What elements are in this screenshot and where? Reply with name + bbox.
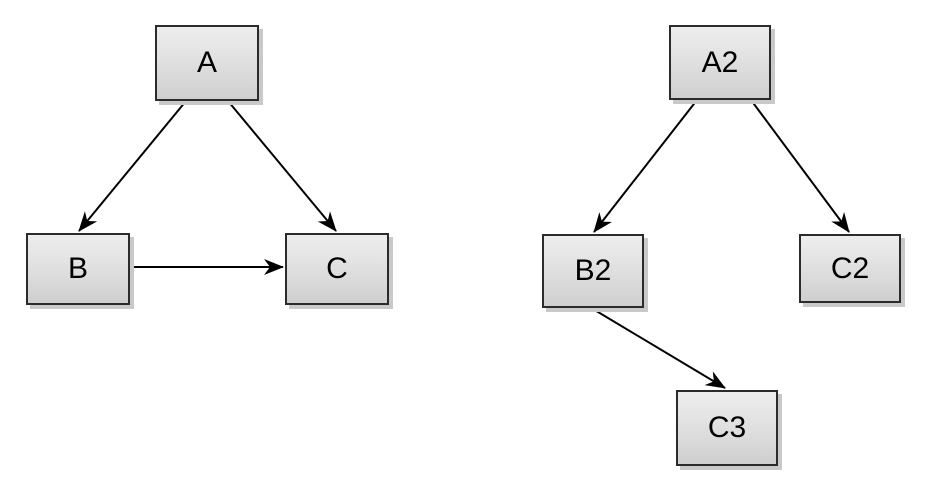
node-label-c: C xyxy=(326,252,348,285)
edge-a2-to-c2 xyxy=(750,99,850,233)
node-c2[interactable]: C2 xyxy=(799,234,901,303)
node-label-b2: B2 xyxy=(574,254,612,287)
node-c3[interactable]: C3 xyxy=(676,390,778,466)
edge-b2-to-c3 xyxy=(592,308,726,389)
edge-a-to-c xyxy=(227,100,337,232)
node-label-c2: C2 xyxy=(830,251,870,285)
node-b[interactable]: B xyxy=(26,233,130,305)
node-label-a2: A2 xyxy=(701,45,739,79)
node-a2[interactable]: A2 xyxy=(669,25,771,100)
node-label-c3: C3 xyxy=(707,411,747,444)
edge-a2-to-b2 xyxy=(593,99,698,233)
node-a[interactable]: A xyxy=(155,25,259,101)
node-label-b: B xyxy=(67,252,88,285)
node-b2[interactable]: B2 xyxy=(542,234,644,308)
node-label-a: A xyxy=(196,46,217,79)
edge-a-to-b xyxy=(78,100,187,232)
node-c[interactable]: C xyxy=(285,233,389,305)
